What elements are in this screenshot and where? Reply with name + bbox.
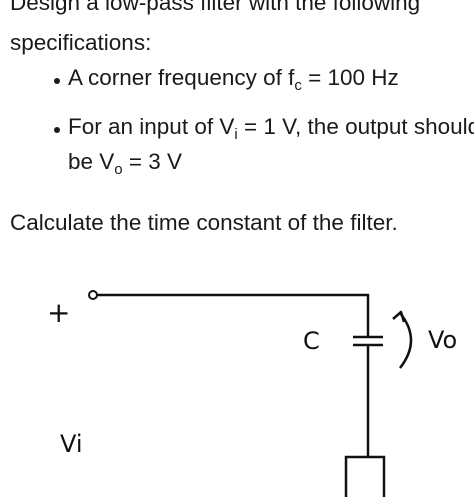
- positive-polarity-sign: +: [47, 296, 71, 329]
- bullet2-subscript: i: [234, 126, 238, 143]
- output-voltage-arc: [399, 312, 413, 369]
- bullet2b-subscript: o: [114, 161, 123, 178]
- bullet2-suffix: = 1 V, the output should: [237, 114, 474, 139]
- input-voltage-label: Vi: [60, 430, 83, 458]
- bullet1-subscript: c: [294, 77, 302, 94]
- problem-heading-line2: specifications:: [10, 30, 152, 55]
- resistor-body: [344, 455, 386, 497]
- bullet-input-output-line1: For an input of Vi = 1 V, the output sho…: [68, 114, 474, 142]
- bullet2b-prefix: be V: [68, 149, 115, 174]
- problem-heading-line1: Design a low-pass filter with the follow…: [10, 0, 421, 15]
- input-terminal: [88, 290, 98, 300]
- bullet2-prefix: For an input of V: [68, 114, 235, 139]
- bullet1-prefix: A corner frequency of f: [68, 65, 295, 90]
- output-arrowhead-icon: [392, 310, 406, 323]
- bullet-input-output-line2: be Vo = 3 V: [68, 149, 183, 177]
- bullet1-suffix: = 100 Hz: [301, 65, 399, 90]
- bullet-dot-icon: [54, 78, 60, 84]
- capacitor-label: C: [303, 327, 320, 355]
- bullet-corner-frequency: A corner frequency of fc = 100 Hz: [68, 65, 399, 93]
- bullet2b-suffix: = 3 V: [122, 149, 183, 174]
- output-voltage-label: Vo: [428, 326, 458, 354]
- bullet-dot-icon: [54, 127, 60, 133]
- question-text: Calculate the time constant of the filte…: [10, 210, 398, 235]
